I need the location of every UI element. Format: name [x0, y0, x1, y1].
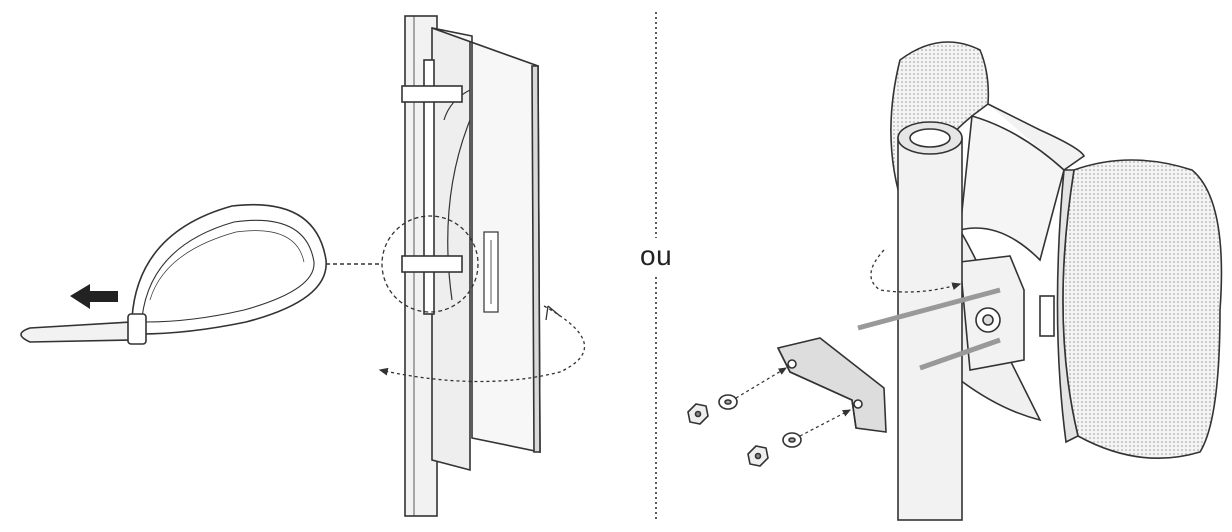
reflector-dish-front	[1062, 159, 1223, 460]
nuts	[687, 403, 769, 467]
washers	[718, 394, 802, 448]
rotation-arrow-right	[870, 249, 962, 293]
separator-label: ou	[636, 238, 677, 274]
detail-circle	[381, 215, 479, 313]
cable-tie	[20, 203, 327, 345]
threaded-rods	[857, 287, 1001, 371]
right-panel-bracket-method	[687, 41, 1223, 521]
rotation-arrow-left	[378, 305, 586, 383]
left-panel-cable-tie-method	[20, 15, 586, 517]
clamp-plate	[776, 337, 887, 433]
left-arrow-icon	[70, 284, 118, 309]
rear-mount	[959, 255, 1055, 371]
panel-antenna	[401, 27, 541, 472]
pole-right	[897, 121, 963, 521]
